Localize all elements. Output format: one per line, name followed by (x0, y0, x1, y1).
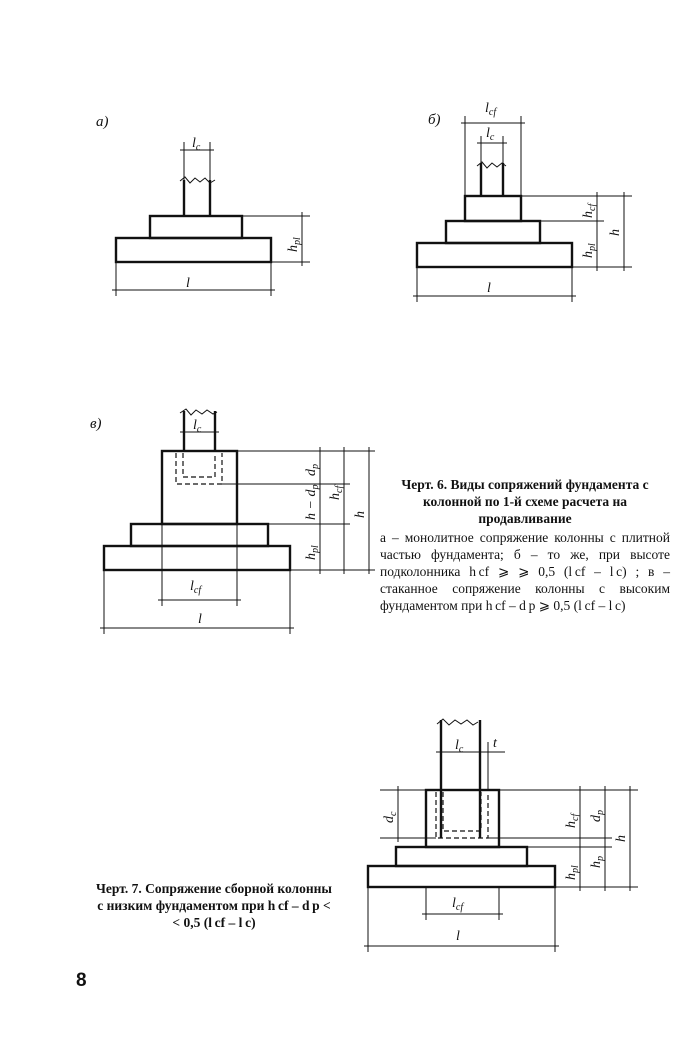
dim-l-v: l (198, 612, 202, 627)
page-number: 8 (76, 970, 87, 991)
caption-6-title: Черт. 6. Виды сопряжений фундамента с ко… (401, 477, 649, 526)
dim-h-b: h (608, 229, 623, 236)
caption-6-body: а – монолитное сопряжение колонны с плит… (380, 530, 670, 613)
dim-h-v: h (353, 511, 368, 518)
dim-lcf-v: lcf (190, 579, 202, 596)
dim-hcf-b: hcf (581, 203, 598, 218)
dim-l-a: l (186, 276, 190, 291)
dim-hpl-v: hpl (304, 545, 321, 560)
dim-l-b: l (487, 281, 491, 296)
dim-lc-b: lc (486, 126, 495, 143)
dim-hpl-7: hpl (564, 865, 581, 880)
dim-hpl-a: hpl (286, 237, 303, 252)
dim-h-minus-dp-v: h − dp (304, 485, 321, 520)
dim-lc-7: lc (455, 738, 464, 755)
dim-hpl-b: hpl (581, 243, 598, 258)
dim-hp-7: hp (589, 856, 606, 868)
dim-hcf-7: hcf (564, 813, 581, 828)
dim-lc-a: lc (192, 136, 201, 153)
dim-dp-7: dp (589, 810, 606, 822)
figure-7: lc t dc lcf l hcf hpl dp hp h (364, 718, 638, 952)
caption-figure-6: Черт. 6. Виды сопряжений фундамента с ко… (380, 476, 670, 614)
dim-hcf-v: hcf (328, 485, 345, 500)
panel-label-b: б) (428, 112, 441, 128)
dim-l-7: l (456, 929, 460, 944)
figure-v: в) lc lcf l dp h − d (90, 408, 375, 634)
dim-h-7: h (614, 835, 629, 842)
dim-t-7: t (493, 736, 498, 751)
dim-dc-7: dc (382, 811, 399, 823)
dim-lcf-b: lcf (485, 101, 497, 118)
panel-label-a: а) (96, 114, 109, 130)
dim-dp-v: dp (304, 464, 321, 476)
caption-figure-7: Черт. 7. Сопряжение сборной колонны с ни… (96, 881, 332, 930)
panel-label-v: в) (90, 416, 102, 432)
dim-lcf-7: lcf (452, 896, 464, 913)
figure-a: а) lc l hpl (96, 114, 310, 296)
dim-lc-v: lc (193, 418, 202, 435)
figure-b: б) lcf lc l hcf hpl h (413, 101, 632, 302)
